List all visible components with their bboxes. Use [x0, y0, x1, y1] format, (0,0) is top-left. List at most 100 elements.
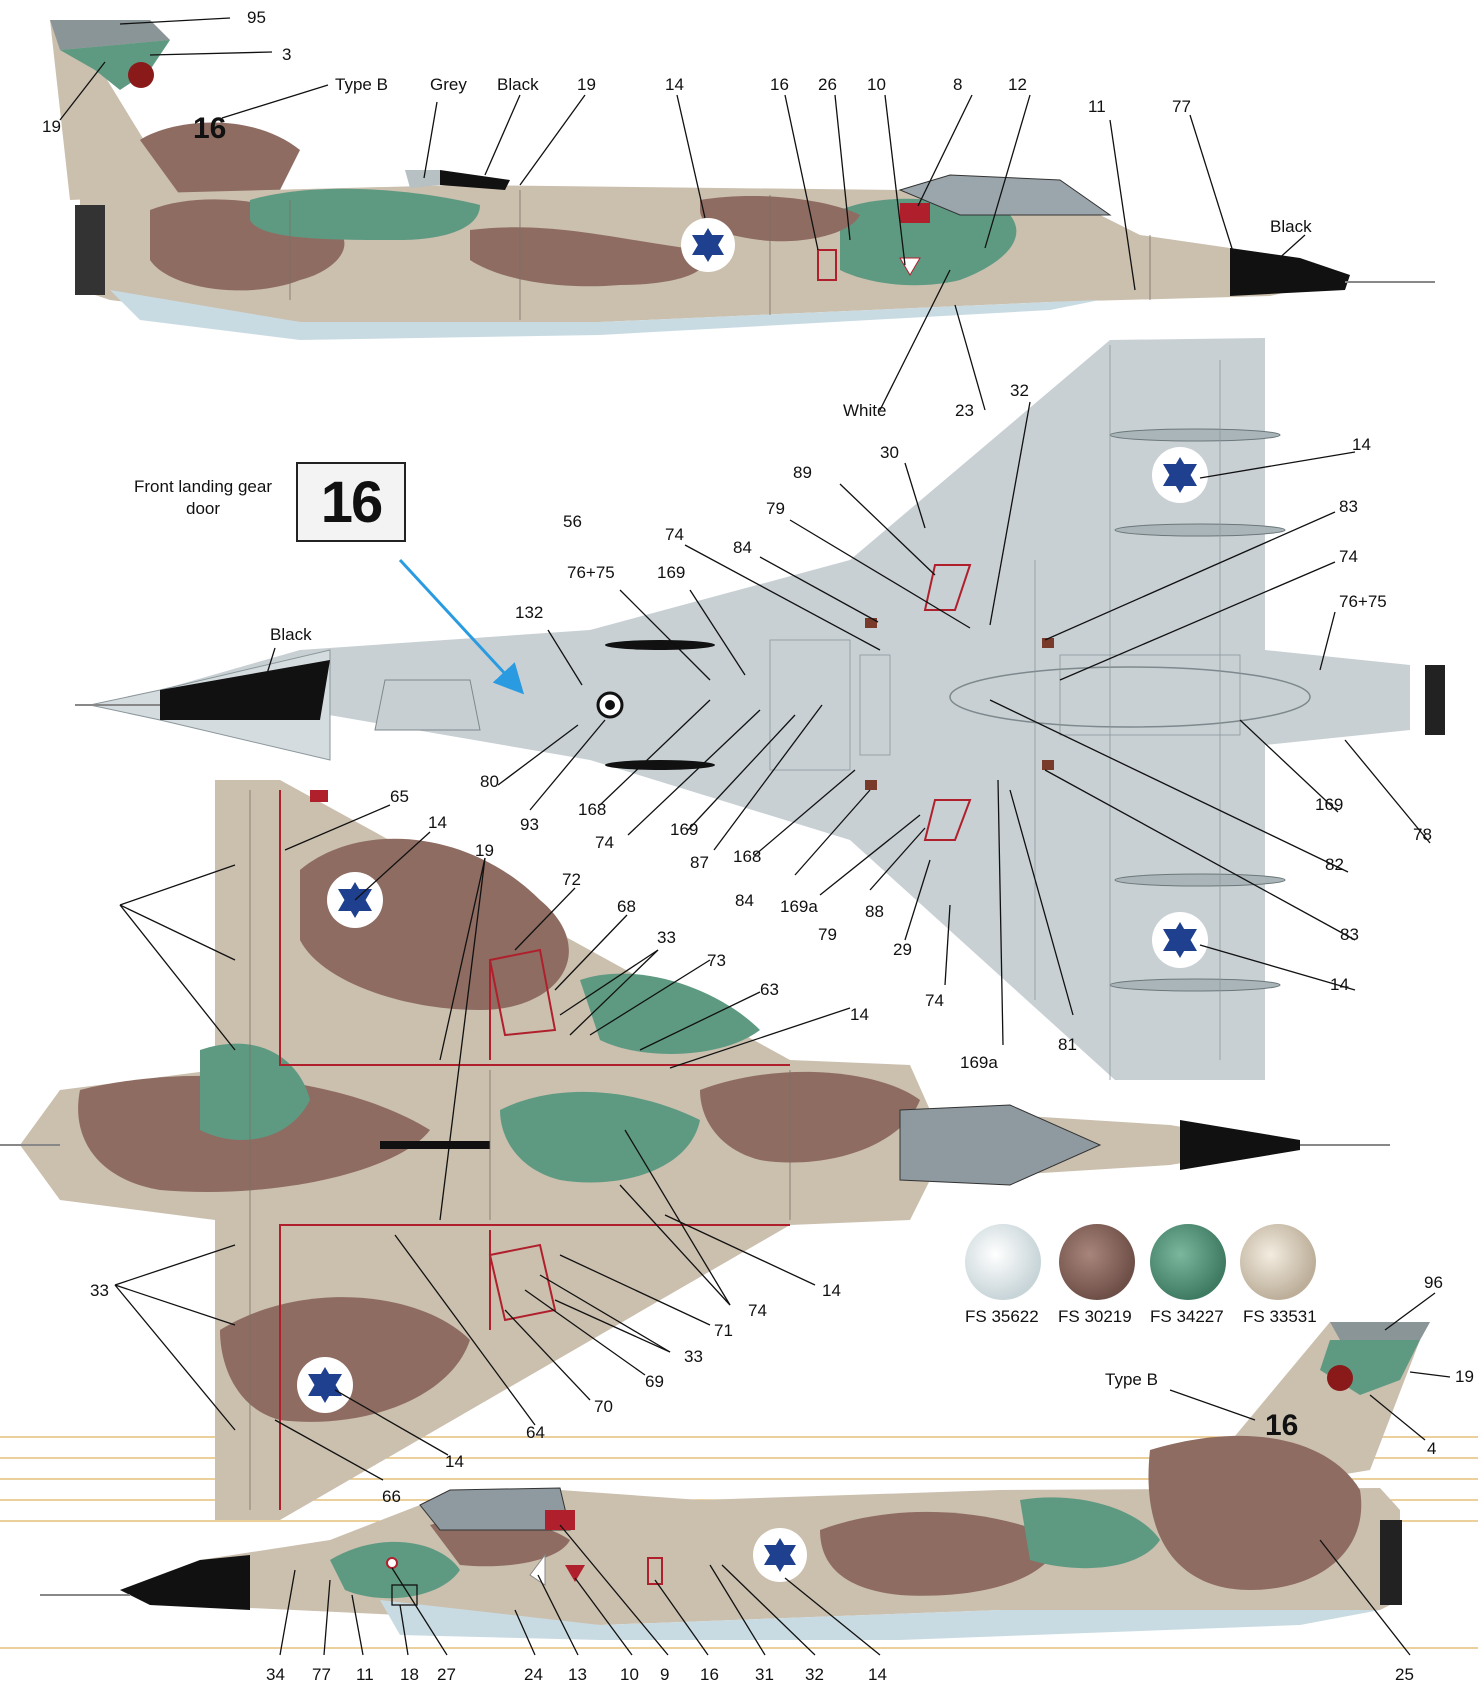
top-63: 63	[760, 980, 779, 999]
bot-11: 11	[356, 1665, 374, 1684]
callout-10: 10	[867, 75, 886, 94]
swatch-fs33531	[1240, 1224, 1316, 1300]
callout-grey: Grey	[430, 75, 467, 94]
top-69: 69	[645, 1372, 664, 1391]
under-74d: 74	[925, 991, 944, 1010]
swatch-label-3: FS 34227	[1150, 1307, 1224, 1326]
bot-32: 32	[805, 1665, 824, 1684]
color-swatches: FS 35622 FS 30219 FS 34227 FS 33531	[965, 1224, 1317, 1326]
top-64: 64	[526, 1423, 545, 1442]
under-169a-2: 169a	[780, 897, 818, 916]
under-169a: 169	[657, 563, 685, 582]
top-72: 72	[562, 870, 581, 889]
top-65: 65	[390, 787, 409, 806]
under-32: 32	[1010, 381, 1029, 400]
under-93: 93	[520, 815, 539, 834]
top-33a: 33	[657, 928, 676, 947]
top-14b: 14	[850, 1005, 869, 1024]
top-14c: 14	[822, 1281, 841, 1300]
callout-12: 12	[1008, 75, 1027, 94]
under-169c: 169	[1315, 795, 1343, 814]
under-83b: 83	[1340, 925, 1359, 944]
bot-34: 34	[266, 1665, 285, 1684]
gear-door-decal: 16	[296, 462, 406, 542]
under-83a: 83	[1339, 497, 1358, 516]
under-74a: 74	[665, 525, 684, 544]
under-56: 56	[563, 512, 582, 531]
under-30: 30	[880, 443, 899, 462]
bot-14: 14	[868, 1665, 887, 1684]
bot-96: 96	[1424, 1273, 1443, 1292]
under-168a: 168	[578, 800, 606, 819]
callout-14: 14	[665, 75, 684, 94]
under-169b: 169	[670, 820, 698, 839]
under-76-75a: 76+75	[567, 563, 615, 582]
bot-16: 16	[700, 1665, 719, 1684]
underside-view	[75, 338, 1445, 1080]
top-33b: 33	[90, 1281, 109, 1300]
under-76-75b: 76+75	[1339, 592, 1387, 611]
under-168b: 168	[733, 847, 761, 866]
callout-19: 19	[42, 117, 61, 136]
callout-95: 95	[247, 8, 266, 27]
bot-13: 13	[568, 1665, 587, 1684]
callout-11: 11	[1088, 97, 1106, 116]
bottom-profile-leaders	[279, 1292, 1451, 1656]
callout-19b: 19	[577, 75, 596, 94]
under-132: 132	[515, 603, 543, 622]
under-84a: 84	[733, 538, 752, 557]
top-14a: 14	[428, 813, 447, 832]
under-79a: 79	[766, 499, 785, 518]
bot-type-b: Type B	[1105, 1370, 1158, 1389]
bot-24: 24	[524, 1665, 543, 1684]
under-74c: 74	[595, 833, 614, 852]
tail-number-bottom: 16	[1265, 1409, 1298, 1442]
under-89: 89	[793, 463, 812, 482]
bot-4: 4	[1427, 1439, 1436, 1458]
bot-77: 77	[312, 1665, 331, 1684]
tail-number-top: 16	[193, 112, 226, 145]
top-68: 68	[617, 897, 636, 916]
bot-9: 9	[660, 1665, 669, 1684]
top-view	[0, 780, 1390, 1520]
callout-23: 23	[955, 401, 974, 420]
side-profile-left	[50, 20, 1435, 340]
under-82: 82	[1325, 855, 1344, 874]
under-79b: 79	[818, 925, 837, 944]
top-profile-leaders	[59, 17, 1306, 411]
top-71: 71	[714, 1321, 733, 1340]
swatch-label-2: FS 30219	[1058, 1307, 1132, 1326]
bot-25: 25	[1395, 1665, 1414, 1684]
side-profile-right	[40, 1322, 1430, 1640]
swatch-fs35622	[965, 1224, 1041, 1300]
top-70: 70	[594, 1397, 613, 1416]
under-74b: 74	[1339, 547, 1358, 566]
under-169a-3: 169a	[960, 1053, 998, 1072]
swatch-fs34227	[1150, 1224, 1226, 1300]
under-84b: 84	[735, 891, 754, 910]
bot-19: 19	[1455, 1367, 1474, 1386]
under-black: Black	[270, 625, 312, 644]
callout-26: 26	[818, 75, 837, 94]
swatch-label-4: FS 33531	[1243, 1307, 1317, 1326]
callout-16: 16	[770, 75, 789, 94]
gear-door-number: 16	[320, 469, 383, 535]
swatch-fs30219	[1059, 1224, 1135, 1300]
under-29: 29	[893, 940, 912, 959]
callout-black: Black	[497, 75, 539, 94]
top-66: 66	[382, 1487, 401, 1506]
top-19: 19	[475, 841, 494, 860]
callout-77: 77	[1172, 97, 1191, 116]
topview-leaders	[114, 804, 851, 1481]
callout-black-nose: Black	[1270, 217, 1312, 236]
under-80: 80	[480, 772, 499, 791]
gear-door-arrow	[398, 558, 525, 695]
swatch-label-1: FS 35622	[965, 1307, 1039, 1326]
under-14b: 14	[1330, 975, 1349, 994]
callout-3: 3	[282, 45, 291, 64]
callout-8: 8	[953, 75, 962, 94]
top-73: 73	[707, 951, 726, 970]
under-78: 78	[1413, 825, 1432, 844]
